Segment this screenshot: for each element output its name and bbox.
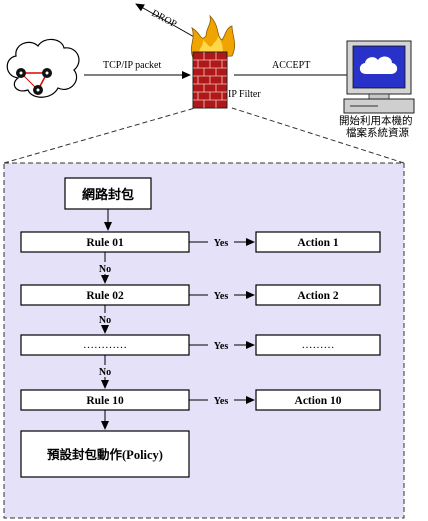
rule-row-1: Rule 01 Yes Action 1 No xyxy=(20,231,381,284)
yes-label: Yes xyxy=(214,238,229,249)
action-label: Action 2 xyxy=(297,290,338,302)
no-label: No xyxy=(99,367,111,378)
action-box xyxy=(255,334,381,356)
rule-row-2: Rule 02 Yes Action 2 No xyxy=(20,284,381,334)
rule-label: ………… xyxy=(83,339,127,351)
action-box xyxy=(255,231,381,253)
no-label: No xyxy=(99,264,111,275)
action-box xyxy=(255,389,381,411)
policy-label: 預設封包動作(Policy) xyxy=(47,447,163,462)
policy-box xyxy=(20,430,190,478)
yes-label: Yes xyxy=(214,396,229,407)
ipfilter-label: IP Filter xyxy=(228,89,261,100)
no-label: No xyxy=(99,315,111,326)
yes-label: Yes xyxy=(214,341,229,352)
action-label: Action 1 xyxy=(297,237,338,249)
computer-caption-line1: 開始利用本機的 xyxy=(339,114,413,127)
drop-arrow xyxy=(135,3,197,39)
drop-label: DROP xyxy=(150,8,179,30)
yes-label: Yes xyxy=(214,291,229,302)
computer-icon xyxy=(343,40,415,114)
action-label: Action 10 xyxy=(295,395,342,407)
rule-row-3: ………… Yes ……… No xyxy=(20,334,381,389)
start-label: 網路封包 xyxy=(82,187,134,202)
network-cloud-icon xyxy=(6,38,80,98)
rule-row-4: Rule 10 Yes Action 10 xyxy=(20,389,381,430)
accept-label: ACCEPT xyxy=(272,60,310,71)
tcpip-label: TCP/IP packet xyxy=(103,60,161,71)
action-box xyxy=(255,284,381,306)
firewall-icon xyxy=(190,14,236,109)
start-box xyxy=(64,177,152,210)
computer-caption-line2: 檔案系統資源 xyxy=(346,126,409,139)
rule-label: Rule 01 xyxy=(86,237,124,249)
rule-label: Rule 10 xyxy=(86,395,124,407)
rule-label: Rule 02 xyxy=(86,290,124,302)
action-label: ……… xyxy=(302,339,335,351)
